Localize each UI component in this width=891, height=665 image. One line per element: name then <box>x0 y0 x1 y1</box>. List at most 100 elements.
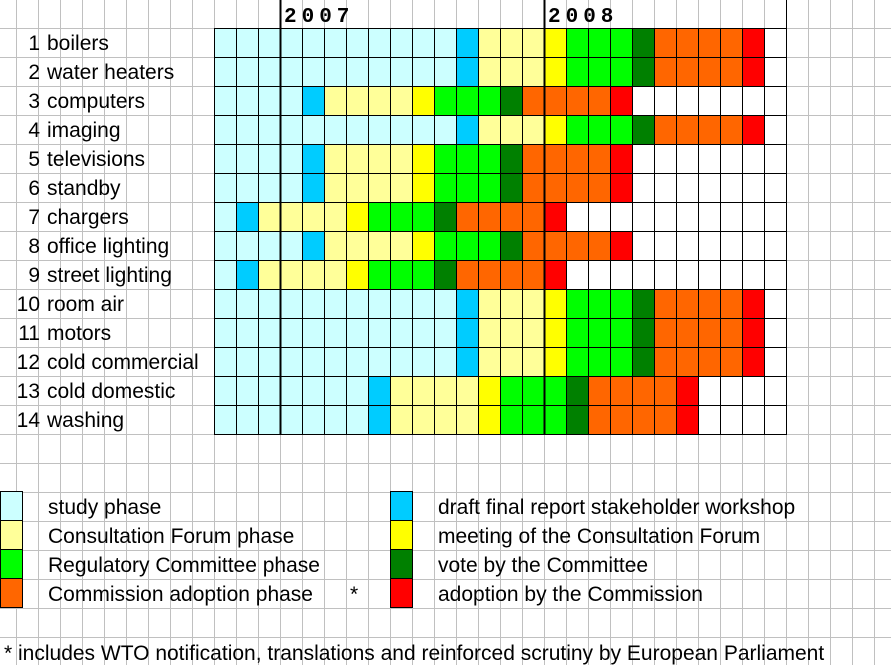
schedule-cell <box>412 144 435 174</box>
schedule-cell <box>346 115 369 145</box>
schedule-cell <box>434 115 457 145</box>
schedule-cell <box>346 57 369 87</box>
schedule-cell <box>478 405 501 435</box>
schedule-cell <box>742 376 765 406</box>
schedule-cell <box>500 318 523 348</box>
schedule-cell <box>434 260 457 290</box>
schedule-cell <box>566 144 589 174</box>
schedule-cell <box>588 405 611 435</box>
schedule-cell <box>280 260 303 290</box>
schedule-cell <box>698 405 721 435</box>
schedule-cell <box>742 144 765 174</box>
schedule-cell <box>720 86 743 116</box>
schedule-cell <box>676 289 699 319</box>
schedule-cell <box>302 202 325 232</box>
schedule-cell <box>742 231 765 261</box>
schedule-cell <box>522 318 545 348</box>
schedule-cell <box>478 289 501 319</box>
schedule-cell <box>566 260 589 290</box>
schedule-cell <box>654 231 677 261</box>
schedule-cell <box>324 202 347 232</box>
year-label: 2008 <box>548 6 618 29</box>
legend-label: meeting of the Consultation Forum <box>438 525 760 548</box>
schedule-cell <box>566 57 589 87</box>
schedule-cell <box>390 86 413 116</box>
schedule-cell <box>456 289 479 319</box>
schedule-cell <box>676 173 699 203</box>
schedule-cell <box>412 86 435 116</box>
schedule-cell <box>544 173 567 203</box>
schedule-cell <box>764 289 787 319</box>
schedule-cell <box>500 376 523 406</box>
schedule-cell <box>632 28 655 58</box>
row-number: 9 <box>28 264 40 287</box>
row-name: computers <box>47 90 145 113</box>
schedule-cell <box>258 405 281 435</box>
schedule-cell <box>456 405 479 435</box>
schedule-cell <box>742 289 765 319</box>
schedule-cell <box>478 318 501 348</box>
schedule-cell <box>522 405 545 435</box>
schedule-cell <box>390 289 413 319</box>
schedule-cell <box>500 405 523 435</box>
schedule-cell <box>280 405 303 435</box>
schedule-cell <box>324 144 347 174</box>
schedule-cell <box>720 347 743 377</box>
schedule-cell <box>412 202 435 232</box>
schedule-cell <box>566 86 589 116</box>
schedule-cell <box>346 260 369 290</box>
schedule-cell <box>236 405 259 435</box>
schedule-cell <box>456 144 479 174</box>
schedule-cell <box>632 57 655 87</box>
schedule-cell <box>654 144 677 174</box>
schedule-cell <box>632 318 655 348</box>
schedule-cell <box>434 318 457 348</box>
schedule-cell <box>434 347 457 377</box>
schedule-cell <box>280 86 303 116</box>
schedule-cell <box>280 173 303 203</box>
schedule-cell <box>368 405 391 435</box>
year-dividers <box>279 0 787 435</box>
footnote-marker: * <box>350 583 358 606</box>
schedule-cell <box>588 347 611 377</box>
schedule-cell <box>368 173 391 203</box>
schedule-cell <box>764 376 787 406</box>
schedule-cell <box>302 376 325 406</box>
schedule-cell <box>566 115 589 145</box>
schedule-cell <box>478 115 501 145</box>
schedule-cell <box>214 57 237 87</box>
schedule-cell <box>676 115 699 145</box>
legend-swatch <box>390 578 413 608</box>
schedule-cell <box>522 376 545 406</box>
schedule-cell <box>764 318 787 348</box>
legend-label: draft final report stakeholder workshop <box>438 496 795 519</box>
schedule-cell <box>368 86 391 116</box>
schedule-cell <box>698 115 721 145</box>
legend-label: Consultation Forum phase <box>48 525 294 548</box>
schedule-cell <box>610 173 633 203</box>
schedule-cell <box>456 57 479 87</box>
schedule-cell <box>544 318 567 348</box>
row-number: 6 <box>28 177 40 200</box>
schedule-cell <box>236 347 259 377</box>
schedule-cell <box>500 347 523 377</box>
schedule-cell <box>544 57 567 87</box>
schedule-cell <box>742 202 765 232</box>
schedule-cell <box>610 115 633 145</box>
schedule-cell <box>610 376 633 406</box>
schedule-cell <box>412 318 435 348</box>
schedule-cell <box>258 86 281 116</box>
schedule-cell <box>742 405 765 435</box>
schedule-cell <box>368 202 391 232</box>
schedule-cell <box>236 202 259 232</box>
schedule-cell <box>236 115 259 145</box>
schedule-cell <box>720 57 743 87</box>
schedule-cell <box>742 115 765 145</box>
schedule-cell <box>720 28 743 58</box>
schedule-cell <box>544 28 567 58</box>
schedule-cell <box>368 115 391 145</box>
row-number: 1 <box>28 32 40 55</box>
schedule-cell <box>214 289 237 319</box>
schedule-cell <box>632 405 655 435</box>
